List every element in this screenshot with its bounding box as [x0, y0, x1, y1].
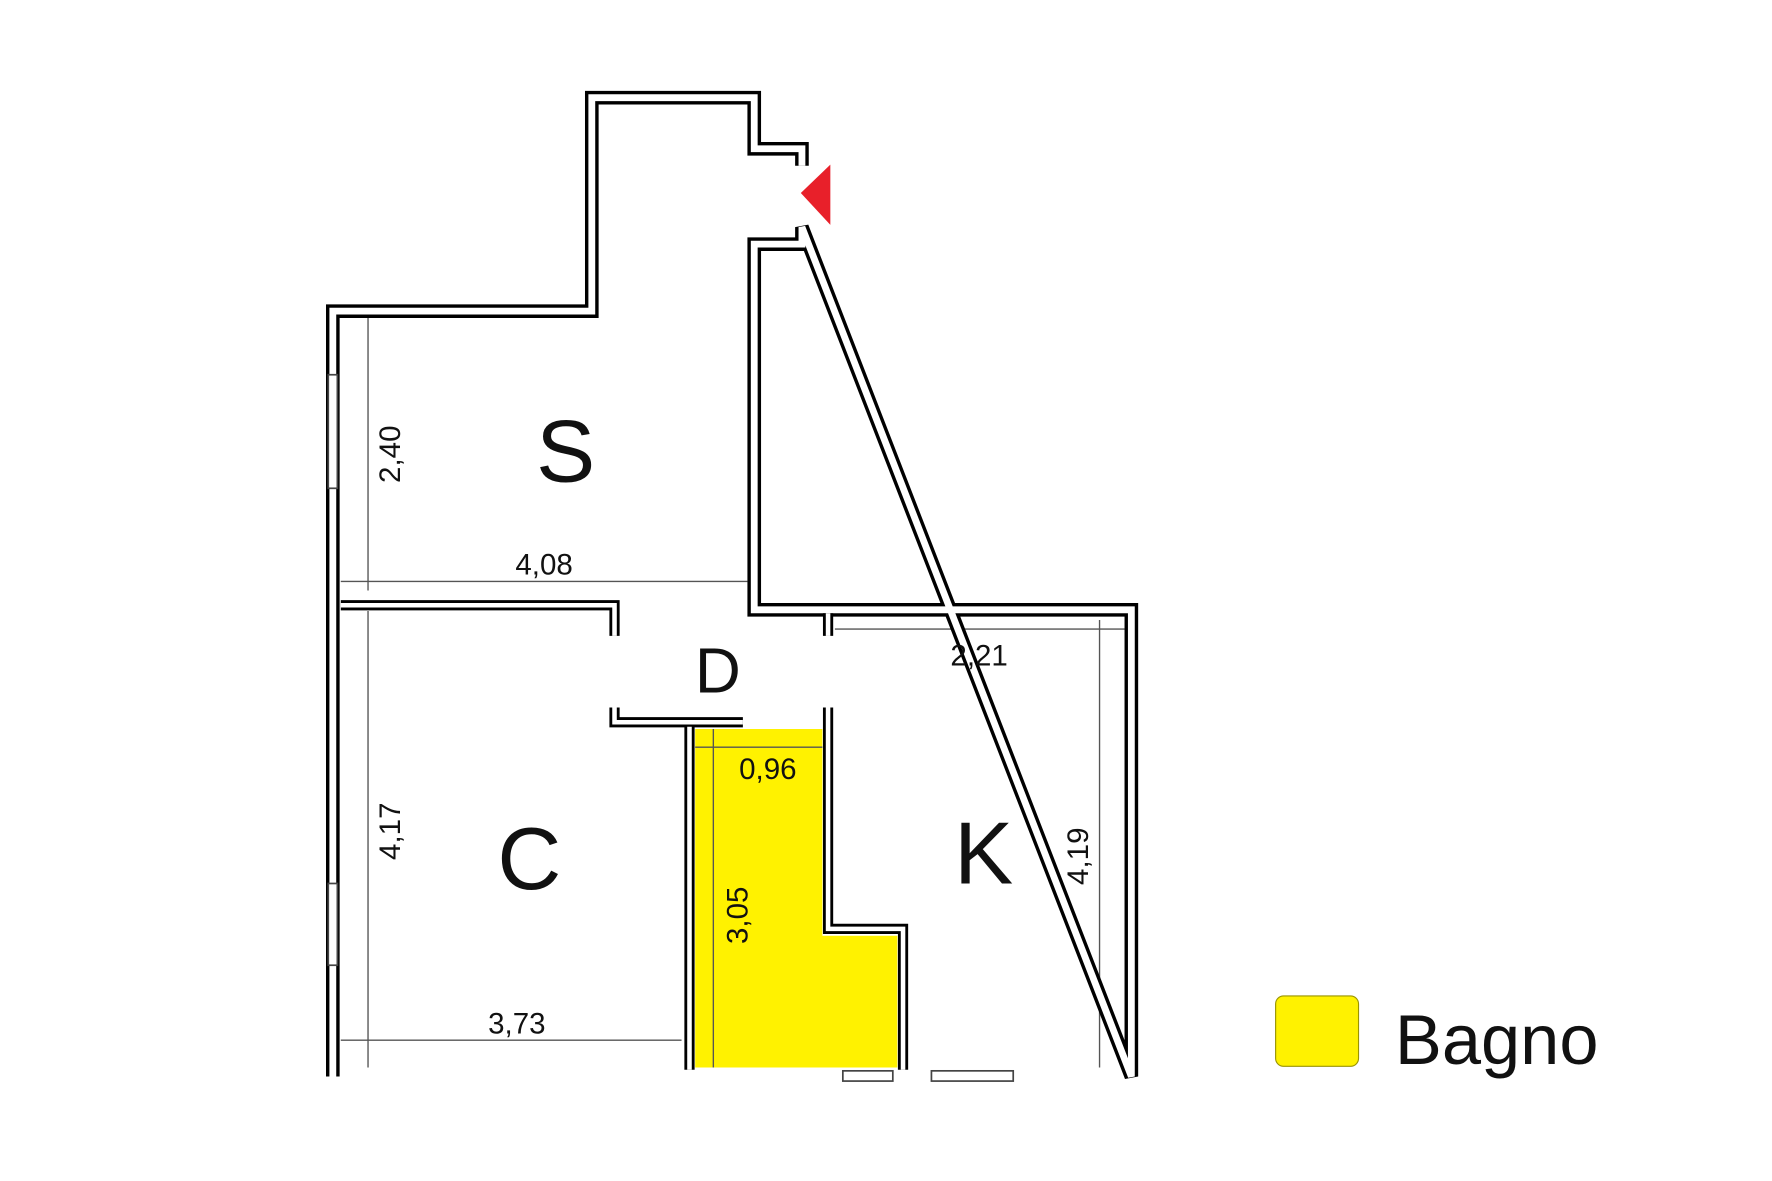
bathroom-fill	[695, 729, 898, 1068]
dim-s-height: 2,40	[374, 426, 407, 483]
windows	[327, 373, 1015, 1082]
legend-label-bagno: Bagno	[1395, 1000, 1599, 1079]
dim-c-width: 3,73	[488, 1007, 545, 1040]
dim-k-height: 4,19	[1062, 828, 1095, 885]
dim-bath-width: 0,96	[739, 753, 796, 786]
room-label-s: S	[536, 401, 595, 500]
dim-c-height: 4,17	[374, 803, 407, 860]
entrance-arrow-icon	[800, 164, 831, 225]
outer-walls	[326, 90, 1139, 1079]
dim-s-width: 4,08	[515, 549, 572, 582]
interior-walls	[340, 600, 909, 1070]
legend-swatch-bagno	[1275, 995, 1360, 1067]
room-label-d: D	[695, 636, 741, 707]
dim-k-width: 2,21	[950, 639, 1007, 672]
legend: Bagno	[1275, 995, 1599, 1079]
room-label-c: C	[497, 809, 561, 908]
room-label-k: K	[954, 803, 1013, 902]
dim-bath-height: 3,05	[721, 887, 754, 944]
